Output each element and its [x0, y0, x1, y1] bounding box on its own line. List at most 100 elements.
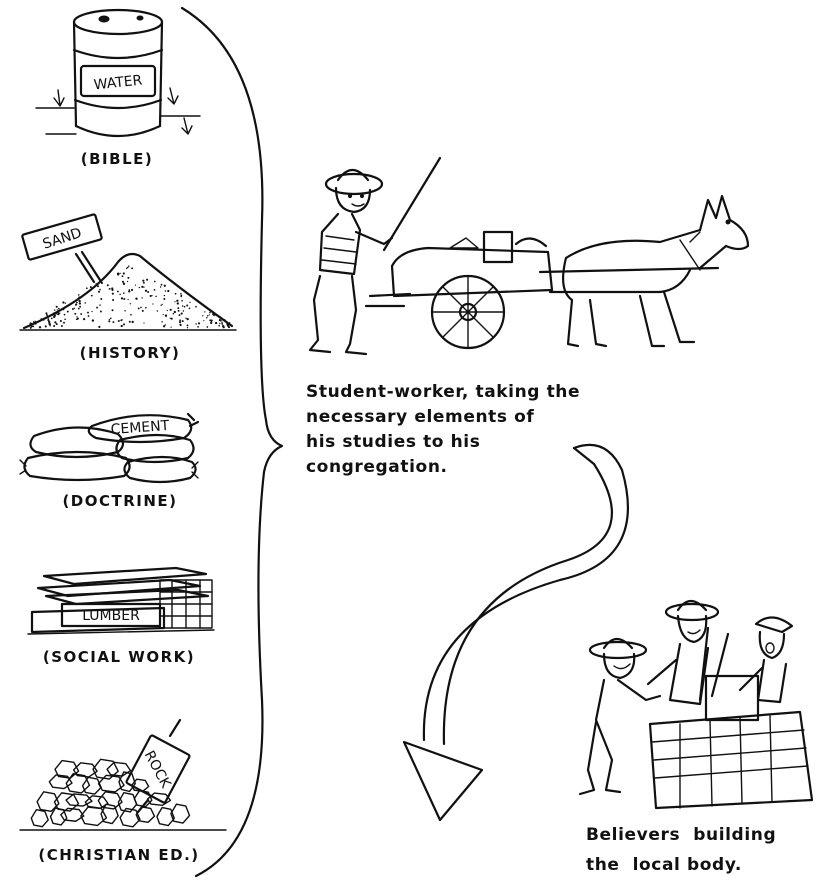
- sand-speck: [163, 284, 166, 287]
- sand-speck: [85, 287, 88, 290]
- sand-speck: [156, 310, 159, 312]
- sand-speck: [137, 307, 140, 310]
- sand-speck: [181, 320, 184, 323]
- sand-speck: [163, 294, 166, 297]
- sand-speck: [206, 326, 209, 328]
- water-barrel: WATER: [35, 8, 201, 138]
- sand-speck: [124, 309, 126, 312]
- sand-speck: [188, 307, 191, 310]
- rock-stone: [97, 774, 125, 793]
- sand-speck: [164, 290, 167, 292]
- sand-speck: [89, 286, 92, 289]
- student-worker-line-2: necessary elements of: [306, 407, 535, 427]
- sand-speck: [79, 296, 81, 299]
- sand-speck: [77, 294, 80, 296]
- sand-speck: [144, 306, 147, 309]
- sand-speck: [53, 313, 55, 316]
- sand-speck: [56, 309, 58, 311]
- sand-speck: [119, 293, 121, 296]
- sand-speck: [120, 297, 124, 300]
- sand-speck: [96, 306, 99, 309]
- sand-speck: [222, 326, 225, 328]
- sand-speck: [100, 281, 104, 285]
- sand-speck: [138, 286, 141, 289]
- rock-stone: [92, 758, 119, 780]
- sand-speck: [90, 294, 93, 297]
- sand-speck: [77, 317, 79, 320]
- sand-speck: [117, 319, 120, 323]
- sand-speck: [130, 288, 134, 292]
- sand-speck: [226, 323, 229, 326]
- rock-stone: [170, 803, 191, 824]
- sand-speck: [181, 305, 184, 307]
- sand-speck: [221, 321, 223, 324]
- sand-speck: [143, 286, 145, 288]
- rock-stone: [119, 807, 141, 828]
- sand-speck: [77, 307, 80, 310]
- believers-line-2: the local body.: [586, 855, 742, 875]
- sand-speck: [166, 309, 168, 312]
- sand-speck: [116, 290, 119, 293]
- rock-stone: [80, 805, 108, 827]
- sand-speck: [126, 280, 129, 283]
- sand-speck: [227, 326, 231, 329]
- sand-speck: [97, 290, 101, 293]
- sand-speck: [141, 297, 143, 299]
- lumber-stack: LUMBER: [27, 566, 215, 635]
- sand-speck: [99, 288, 101, 291]
- believers-building: [578, 599, 814, 810]
- rock-stone: [106, 761, 132, 777]
- sand-speck: [74, 312, 77, 315]
- sand-speck: [49, 325, 51, 327]
- water-label: WATER: [93, 72, 143, 93]
- sand-speck: [170, 317, 173, 320]
- sand-speck: [186, 304, 189, 307]
- sand-speck: [78, 299, 81, 303]
- sand-speck: [128, 290, 131, 293]
- sand-speck: [208, 314, 210, 316]
- lumber-label: LUMBER: [82, 608, 140, 624]
- sand-speck: [30, 323, 33, 326]
- sand-speck: [74, 304, 77, 306]
- sand-speck: [221, 323, 224, 325]
- sand-speck: [57, 311, 59, 314]
- sand-speck: [32, 321, 35, 323]
- rock-stone: [146, 792, 172, 806]
- sand-speck: [135, 297, 138, 300]
- believers-caption: Believers building the local body.: [586, 820, 776, 880]
- sand-speck: [96, 285, 100, 288]
- sand-speck: [63, 313, 66, 316]
- sand-speck: [64, 318, 66, 321]
- sand-speck: [82, 317, 86, 321]
- sand-speck: [141, 309, 144, 312]
- sand-speck: [121, 319, 123, 321]
- sand-speck: [111, 292, 114, 295]
- sand-speck: [59, 319, 62, 323]
- sand-speck: [174, 301, 176, 303]
- sand-speck: [229, 322, 231, 324]
- sand-speck: [167, 289, 170, 293]
- rock-stone: [54, 759, 80, 779]
- sand-speck: [142, 279, 145, 282]
- cement-sacks: CEMENT: [19, 412, 200, 484]
- sand-speck: [186, 324, 189, 327]
- sand-speck: [106, 284, 109, 287]
- caption-christian-ed: (CHRISTIAN ED.): [38, 846, 200, 864]
- sand-speck: [210, 321, 213, 325]
- sand-speck: [131, 267, 134, 270]
- sand-speck: [172, 312, 175, 315]
- sand-speck: [63, 321, 65, 324]
- sand-speck: [176, 299, 179, 302]
- sand-speck: [122, 272, 125, 275]
- sand-speck: [152, 303, 154, 305]
- sand-speck: [203, 320, 205, 322]
- sand-speck: [121, 280, 125, 283]
- sand-speck: [219, 315, 221, 318]
- sand-speck: [178, 314, 181, 317]
- sand-speck: [224, 320, 226, 322]
- sand-speck: [126, 266, 129, 269]
- sand-speck: [38, 326, 42, 329]
- sand-speck: [160, 304, 162, 307]
- sand-speck: [162, 313, 164, 316]
- sand-speck: [140, 306, 142, 309]
